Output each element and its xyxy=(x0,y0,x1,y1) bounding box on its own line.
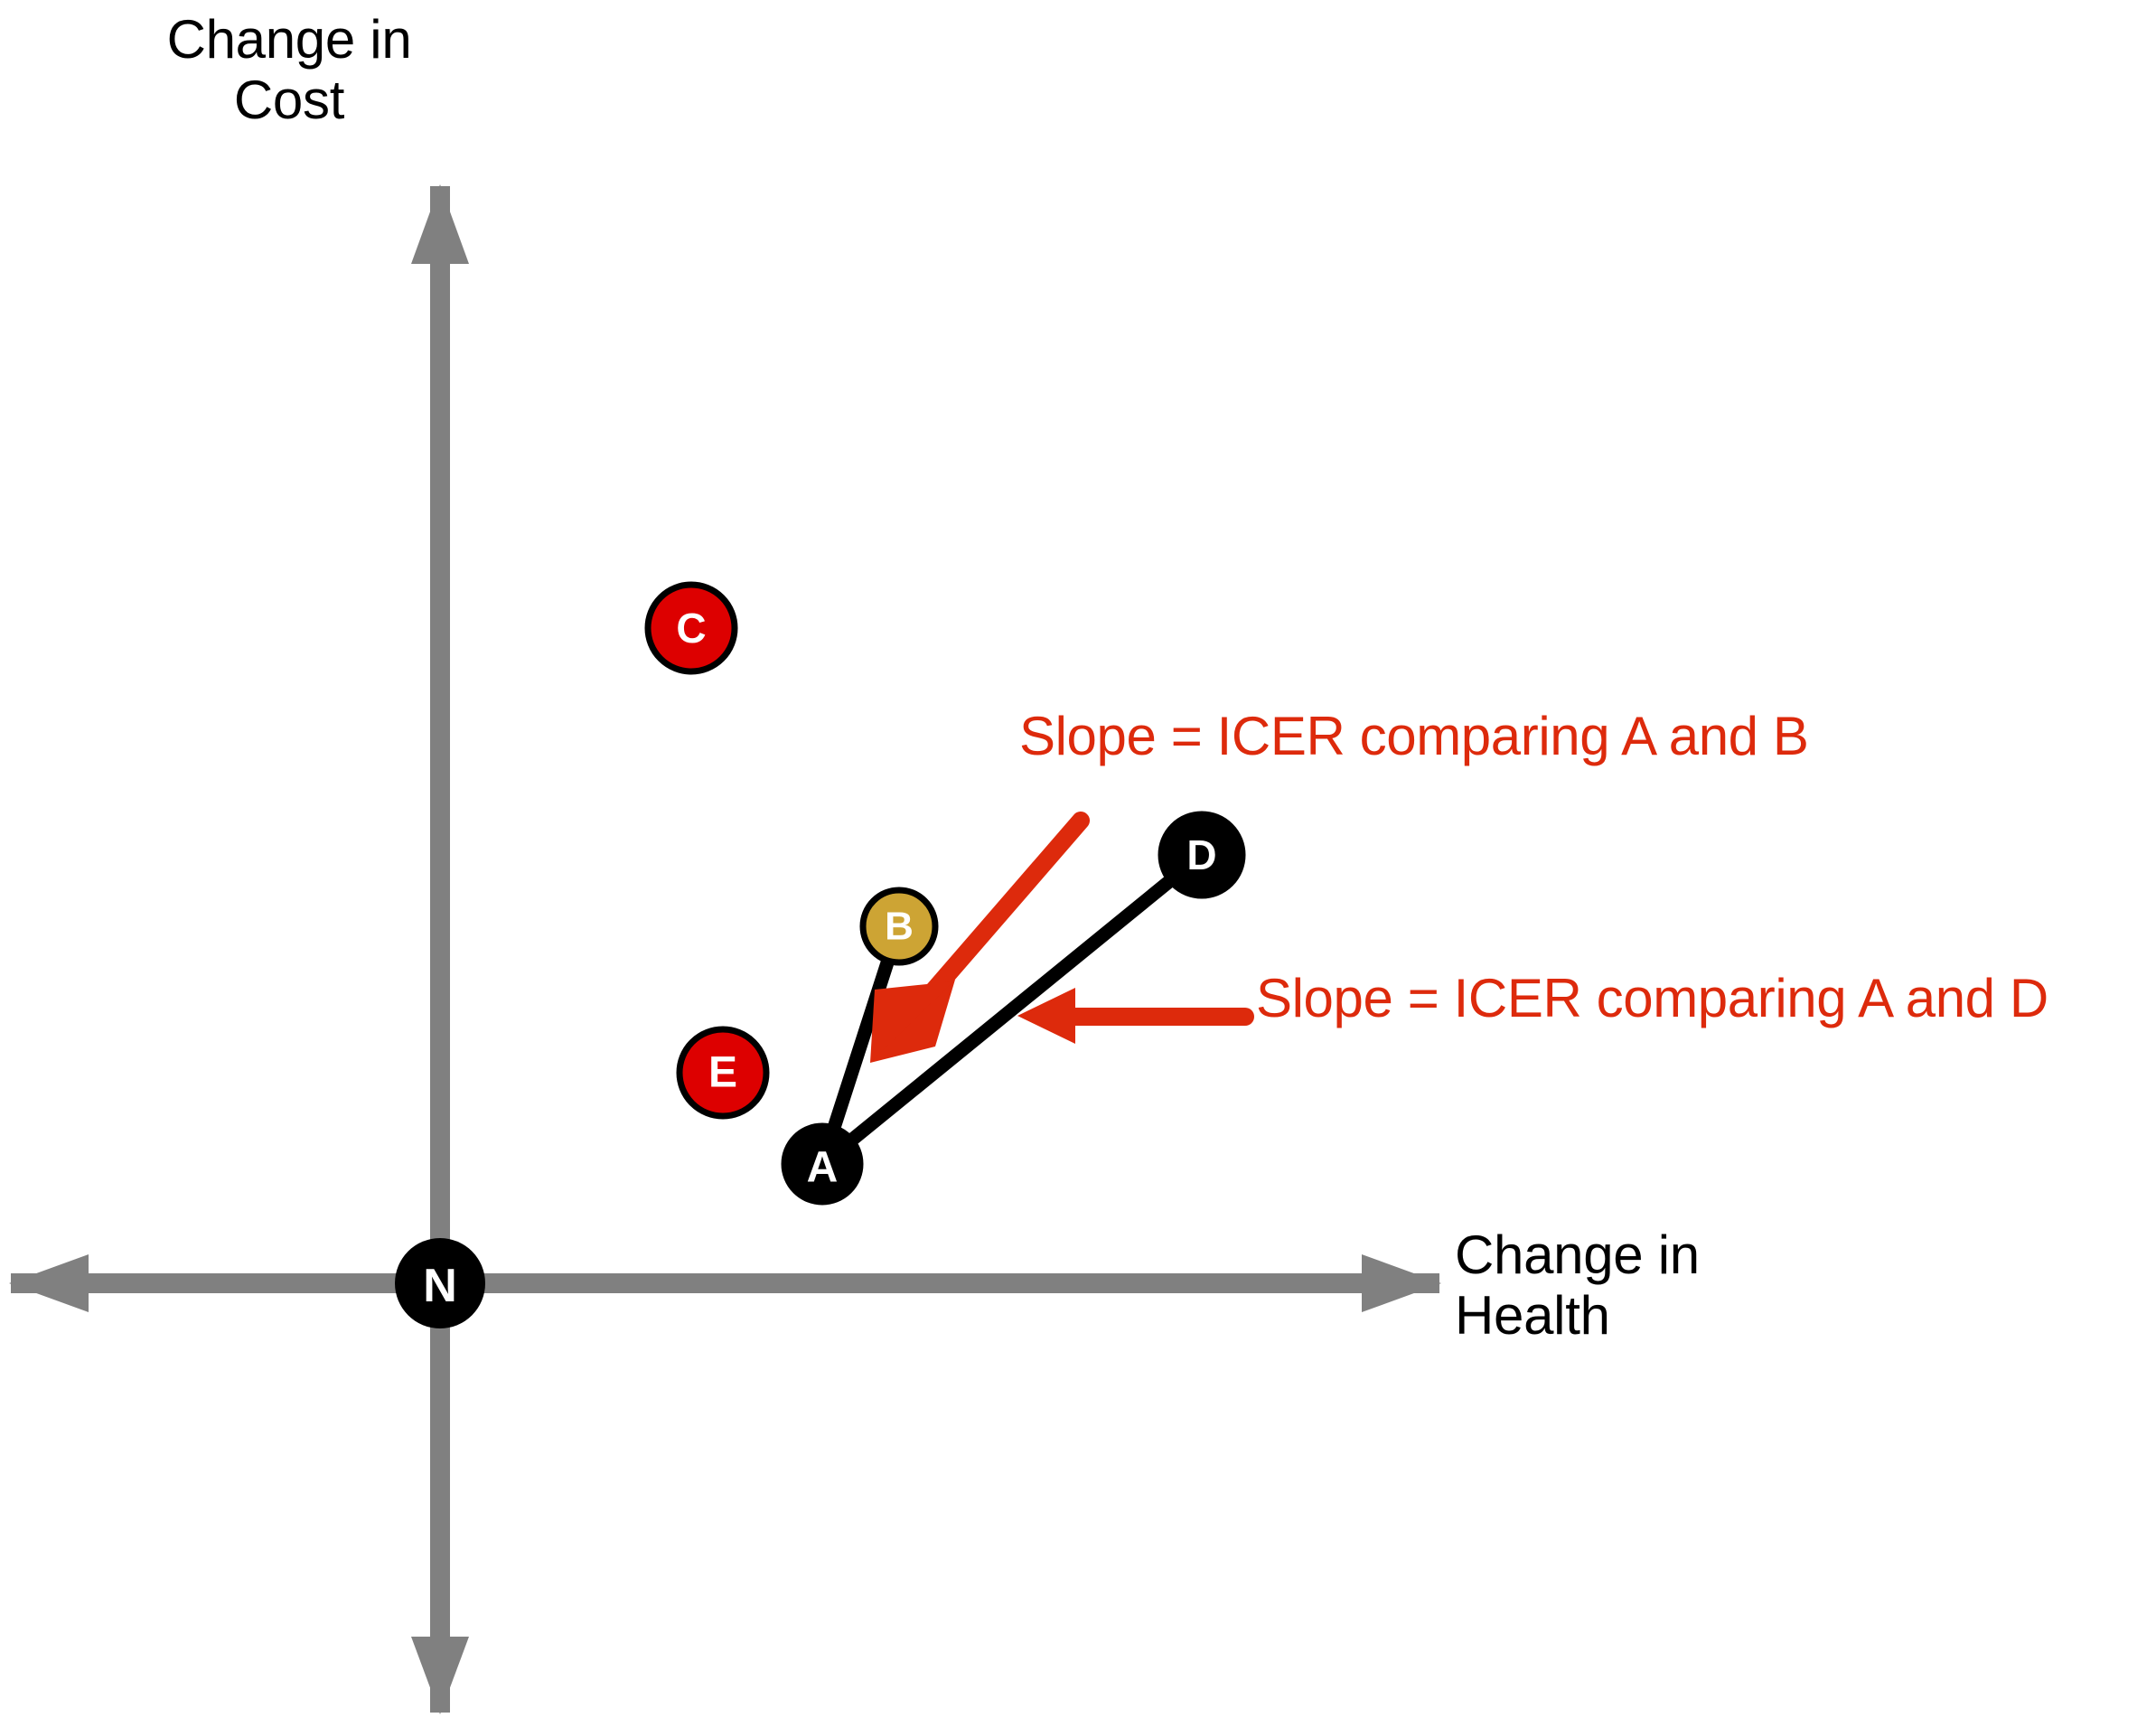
y-axis-arrowhead-down xyxy=(411,1637,469,1714)
data-point-d-circle[interactable] xyxy=(1158,811,1246,899)
data-point-a[interactable]: A xyxy=(781,1122,864,1206)
axis-vertical xyxy=(411,184,469,1714)
connector-a-to-b xyxy=(815,919,906,1171)
origin-node-n[interactable]: N xyxy=(395,1238,485,1328)
icer-connectors xyxy=(815,848,1209,1171)
data-point-a-label: A xyxy=(807,1144,839,1192)
annotation-arrow-icer-ad xyxy=(1017,988,1254,1044)
annotation-arrow-ab-head-fill xyxy=(870,981,953,1063)
annotation-label-icer-ab: Slope = ICER comparing A and B xyxy=(1019,706,1809,766)
y-axis-title: Change in Cost xyxy=(166,9,412,131)
origin-node-circle[interactable] xyxy=(395,1238,485,1328)
y-axis-arrowhead-up xyxy=(411,184,469,264)
data-point-c-label: C xyxy=(676,605,706,652)
axis-horizontal xyxy=(9,1254,1441,1312)
annotation-label-icer-ad: Slope = ICER comparing A and D xyxy=(1256,968,2048,1028)
x-axis-shaft xyxy=(11,1273,1439,1293)
x-axis-arrowhead-left xyxy=(9,1254,89,1312)
annotation-arrow-icer-ab xyxy=(870,812,1090,1063)
data-point-d-label: D xyxy=(1186,831,1216,878)
data-point-e-label: E xyxy=(708,1049,737,1097)
annotation-arrow-ad-head xyxy=(1017,988,1075,1044)
connector-a-to-d xyxy=(815,848,1209,1171)
data-point-b-label: B xyxy=(885,905,914,949)
annotation-arrow-ab-shaft xyxy=(914,812,1090,1011)
data-point-c[interactable]: C xyxy=(644,581,738,675)
x-axis-arrowhead-right xyxy=(1362,1254,1441,1312)
x-axis-title: Change in Health xyxy=(1455,1225,1700,1347)
data-point-d[interactable]: D xyxy=(1158,811,1246,899)
data-point-e-circle[interactable] xyxy=(676,1026,770,1120)
data-point-b[interactable]: B xyxy=(859,887,939,966)
data-point-b-circle[interactable] xyxy=(859,887,939,966)
data-point-c-circle[interactable] xyxy=(644,581,738,675)
y-axis-shaft xyxy=(430,186,450,1713)
data-point-a-circle[interactable] xyxy=(781,1122,864,1206)
origin-node-label: N xyxy=(423,1260,457,1312)
data-point-e[interactable]: E xyxy=(676,1026,770,1120)
